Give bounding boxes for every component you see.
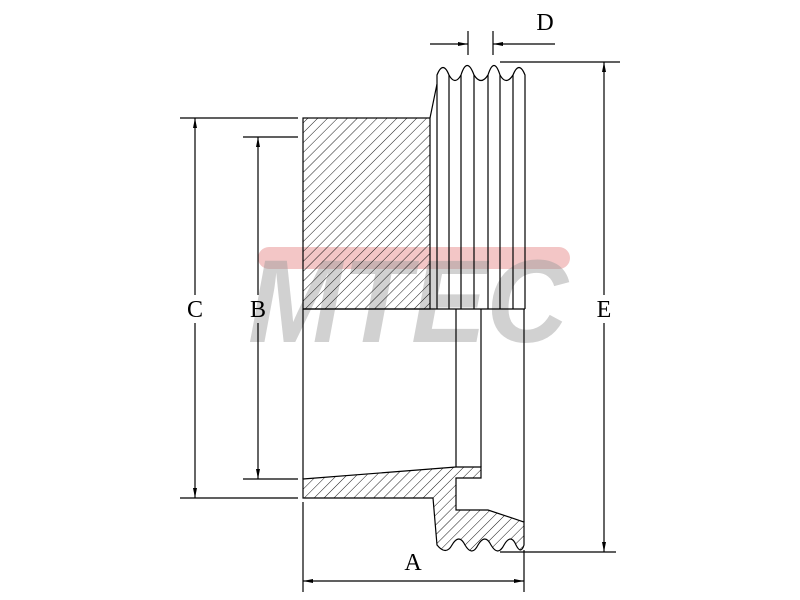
upper-section-hatch	[302, 117, 431, 310]
dimension-a: A	[302, 502, 525, 592]
dimension-c: C	[180, 117, 298, 499]
corrugated-ribs	[429, 64, 526, 309]
label-b: B	[250, 297, 266, 323]
dimension-d: D	[430, 10, 555, 55]
label-e: E	[597, 297, 612, 323]
dimension-e: E	[500, 61, 620, 553]
label-a: A	[404, 550, 422, 576]
dimension-b: B	[243, 136, 298, 480]
label-d: D	[536, 10, 553, 36]
lower-section-hatch	[302, 466, 525, 552]
label-c: C	[187, 297, 203, 323]
